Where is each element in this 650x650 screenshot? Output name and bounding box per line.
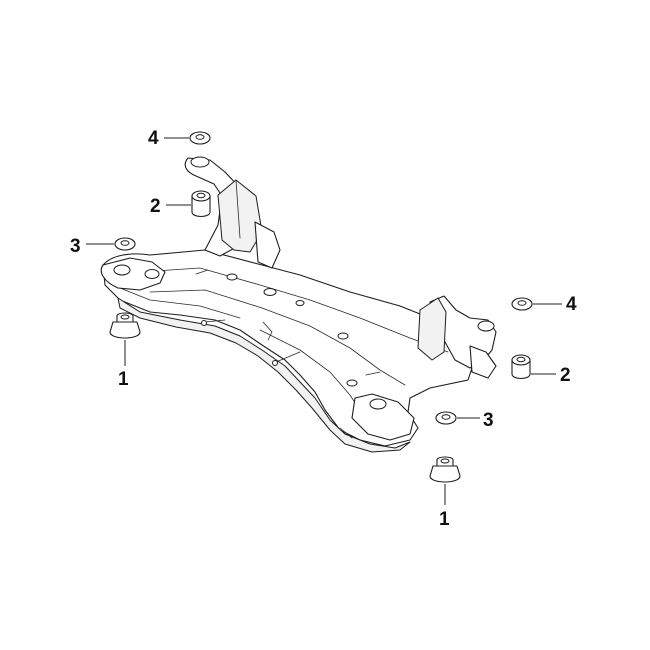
callout-number: 1: [439, 509, 450, 530]
callout-number: 4: [566, 294, 577, 315]
callout: 4: [148, 128, 189, 149]
callout-number: 2: [560, 365, 571, 386]
washer-part: [435, 411, 457, 425]
callout-number: 2: [150, 196, 161, 217]
washer-part: [511, 297, 533, 311]
callout-number: 3: [483, 410, 494, 431]
washer-part: [114, 237, 136, 251]
bushing-part: [191, 190, 211, 218]
callout: 3: [70, 236, 114, 257]
callout: 3: [457, 410, 494, 431]
callout-number: 1: [118, 369, 129, 390]
callout: 2: [150, 196, 191, 217]
front-subframe: [100, 156, 497, 453]
callout: 2: [531, 365, 571, 386]
bushing-part: [511, 354, 531, 380]
flange-nut-part: [429, 456, 461, 483]
callout-number: 3: [70, 236, 81, 257]
callout: 1: [439, 484, 450, 530]
callout-number: 4: [148, 128, 159, 149]
callout: 4: [533, 294, 577, 315]
washer-part: [189, 131, 211, 145]
flange-nut-part: [109, 312, 141, 339]
callout: 1: [118, 340, 129, 390]
